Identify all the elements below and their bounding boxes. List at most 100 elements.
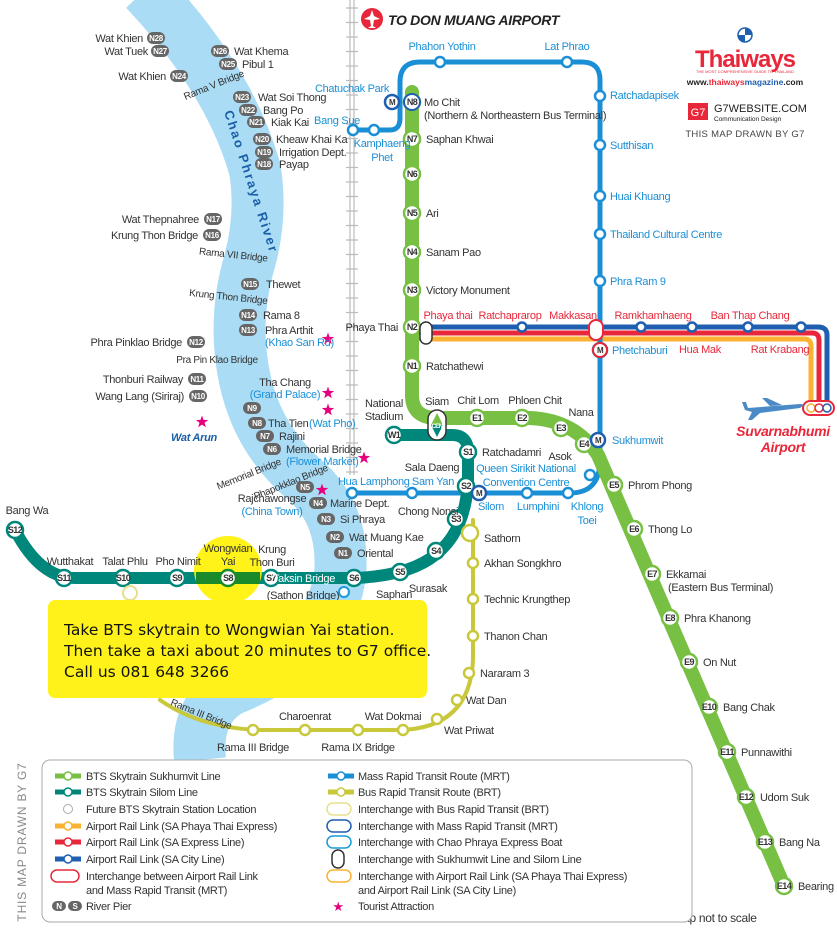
tourist-attraction-star-icon[interactable]: [195, 415, 209, 428]
river-pier-badge[interactable]: [188, 373, 206, 385]
mrt-station[interactable]: [383, 93, 401, 111]
station-e11[interactable]: [717, 742, 737, 762]
station-s11[interactable]: [54, 568, 74, 588]
brt-station[interactable]: [466, 629, 480, 643]
makkasan-interchange[interactable]: [588, 319, 604, 341]
mrt-station[interactable]: [520, 486, 534, 500]
station-s7[interactable]: [261, 568, 281, 588]
station-e5[interactable]: [604, 475, 624, 495]
mrt-station[interactable]: [593, 89, 607, 103]
station-s3[interactable]: [446, 509, 466, 529]
mrt-station[interactable]: [367, 123, 381, 137]
arl-station[interactable]: [516, 321, 528, 333]
river-pier-badge[interactable]: [170, 70, 188, 82]
river-pier-badge[interactable]: [233, 91, 251, 103]
station-s2[interactable]: [456, 476, 476, 496]
station-n7[interactable]: [402, 129, 422, 149]
mrt-station[interactable]: [433, 55, 447, 69]
mrt-station[interactable]: [470, 484, 488, 502]
mrt-station[interactable]: [593, 227, 607, 241]
mrt-station[interactable]: [405, 486, 419, 500]
station-w1[interactable]: [384, 425, 404, 445]
future-station-marker[interactable]: [122, 585, 138, 601]
mrt-station[interactable]: [593, 274, 607, 288]
river-pier-badge[interactable]: [147, 32, 165, 44]
boat-interchange-icon[interactable]: [338, 586, 350, 598]
station-e3[interactable]: [551, 418, 571, 438]
arl-station[interactable]: [795, 321, 807, 333]
brt-station[interactable]: [466, 556, 480, 570]
river-pier-badge[interactable]: [203, 229, 221, 241]
station-n4[interactable]: [402, 242, 422, 262]
tourist-attraction-star-icon[interactable]: [321, 386, 335, 399]
river-pier-badge[interactable]: [187, 336, 205, 348]
station-e10[interactable]: [699, 697, 719, 717]
mrt-station[interactable]: [583, 468, 597, 482]
brt-station[interactable]: [462, 666, 476, 680]
river-pier-badge[interactable]: [255, 146, 273, 158]
mrt-station[interactable]: [345, 486, 359, 500]
station-s12[interactable]: [5, 520, 25, 540]
brt-station[interactable]: [450, 693, 464, 707]
station-s6[interactable]: [344, 568, 364, 588]
brt-station[interactable]: [351, 723, 365, 737]
station-e9[interactable]: [679, 652, 699, 672]
river-pier-badge[interactable]: [256, 430, 274, 442]
river-pier-badge[interactable]: [296, 481, 314, 493]
mrt-station[interactable]: [346, 123, 360, 137]
tourist-attraction-star-icon[interactable]: [321, 403, 335, 416]
station-s10[interactable]: [113, 568, 133, 588]
river-pier-badge[interactable]: [241, 278, 259, 290]
station-s9[interactable]: [167, 568, 187, 588]
river-pier-badge[interactable]: [317, 513, 335, 525]
river-pier-badge[interactable]: [263, 443, 281, 455]
river-pier-badge[interactable]: [189, 390, 207, 402]
mrt-station[interactable]: [593, 138, 607, 152]
mo-chit-interchange[interactable]: [403, 93, 421, 111]
station-n5[interactable]: [402, 203, 422, 223]
station-e12[interactable]: [736, 787, 756, 807]
station-s5[interactable]: [390, 562, 410, 582]
station-e8[interactable]: [660, 608, 680, 628]
river-pier-badge[interactable]: [243, 402, 261, 414]
brt-station[interactable]: [298, 723, 312, 737]
tourist-attraction-star-icon[interactable]: [321, 332, 335, 345]
station-n1[interactable]: [402, 356, 422, 376]
station-n3[interactable]: [402, 280, 422, 300]
river-pier-badge[interactable]: [239, 309, 257, 321]
station-s4[interactable]: [426, 541, 446, 561]
station-e6[interactable]: [624, 519, 644, 539]
phetchaburi-interchange[interactable]: [592, 342, 608, 358]
station-s8[interactable]: [218, 568, 238, 588]
river-pier-badge[interactable]: [253, 133, 271, 145]
brt-station[interactable]: [430, 712, 444, 726]
arl-station[interactable]: [635, 321, 647, 333]
phaya-thai-arl-interchange[interactable]: [419, 321, 433, 345]
river-pier-badge[interactable]: [247, 116, 265, 128]
river-pier-badge[interactable]: [334, 547, 352, 559]
brt-station[interactable]: [246, 723, 260, 737]
station-e7[interactable]: [642, 564, 662, 584]
mrt-station[interactable]: [593, 189, 607, 203]
river-pier-badge[interactable]: [239, 104, 257, 116]
river-pier-badge[interactable]: [248, 417, 266, 429]
station-e1[interactable]: [467, 408, 487, 428]
mrt-station[interactable]: [589, 431, 607, 449]
station-s1[interactable]: [458, 442, 478, 462]
river-pier-badge[interactable]: [326, 531, 344, 543]
station-e14[interactable]: [774, 876, 794, 896]
station-e2[interactable]: [512, 408, 532, 428]
river-pier-badge[interactable]: [204, 213, 222, 225]
arl-station[interactable]: [686, 321, 698, 333]
river-pier-badge[interactable]: [219, 58, 237, 70]
river-pier-badge[interactable]: [239, 324, 257, 336]
river-pier-badge[interactable]: [309, 497, 327, 509]
station-n6[interactable]: [402, 164, 422, 184]
mrt-station[interactable]: [560, 55, 574, 69]
mrt-station[interactable]: [561, 486, 575, 500]
river-pier-badge[interactable]: [211, 45, 229, 57]
tourist-attraction-star-icon[interactable]: [357, 451, 371, 464]
river-pier-badge[interactable]: [151, 45, 169, 57]
brt-station[interactable]: [396, 723, 410, 737]
tourist-attraction-star-icon[interactable]: [315, 483, 329, 496]
